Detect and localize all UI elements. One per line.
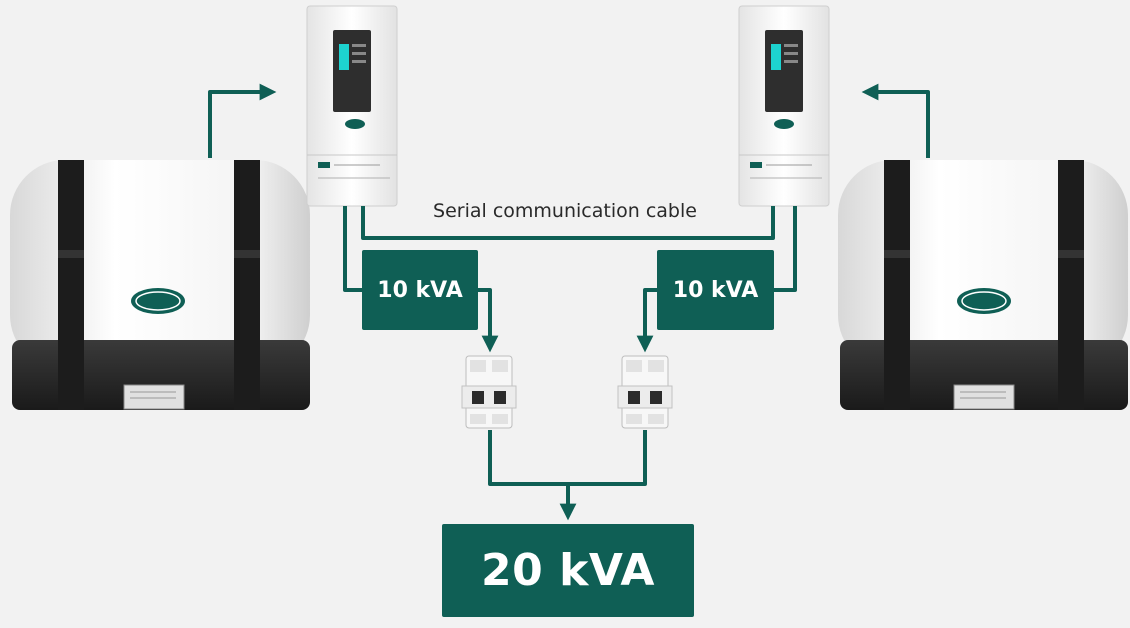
whisper-power-logo bbox=[131, 288, 185, 314]
left-module-to-output-line bbox=[343, 206, 364, 292]
breakers-merge-line bbox=[488, 430, 647, 486]
serial-communication-cable bbox=[361, 206, 775, 240]
left-circuit-breaker-icon bbox=[461, 355, 517, 429]
left-power-module bbox=[306, 5, 398, 207]
serial-cable-label: Serial communication cable bbox=[433, 200, 697, 222]
left-output-to-breaker-arrow bbox=[478, 288, 499, 353]
right-output-to-breaker-arrow bbox=[636, 288, 658, 353]
right-generator-to-module-arrow bbox=[861, 83, 930, 158]
total-output-box: 20 kVA bbox=[442, 524, 694, 617]
right-output-box: 10 kVA bbox=[657, 250, 774, 330]
right-circuit-breaker-icon bbox=[617, 355, 673, 429]
right-power-module bbox=[738, 5, 830, 207]
right-generator bbox=[838, 160, 1128, 410]
left-generator bbox=[10, 160, 310, 410]
whisper-power-logo bbox=[957, 288, 1011, 314]
right-module-to-output-line bbox=[774, 206, 797, 292]
left-generator-to-module-arrow bbox=[208, 83, 277, 158]
left-output-box: 10 kVA bbox=[362, 250, 478, 330]
